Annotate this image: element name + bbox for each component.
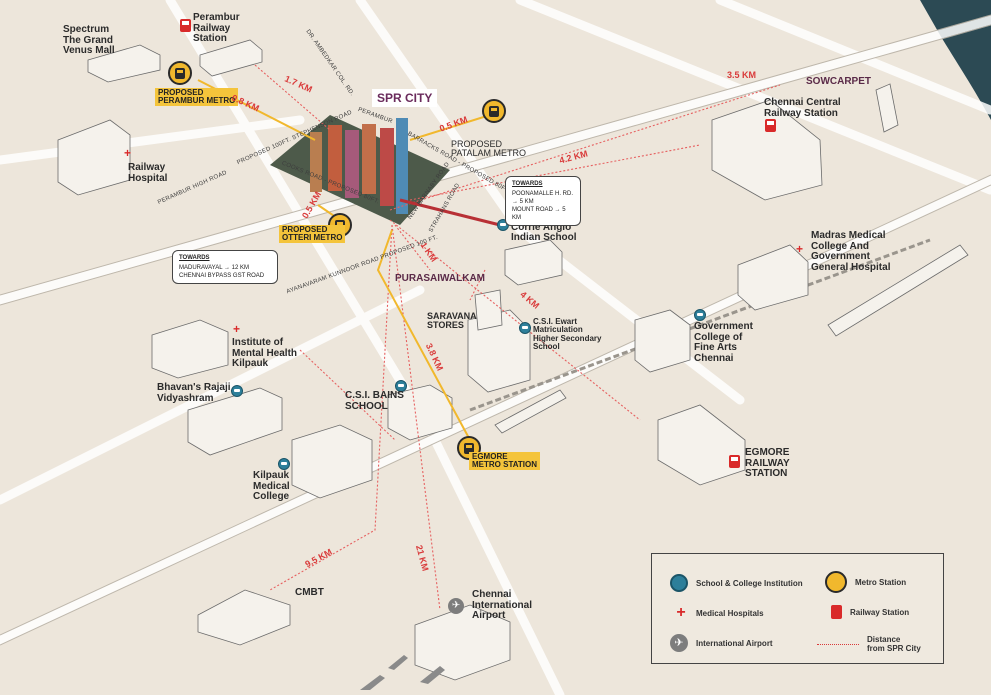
hospital-cross-icon: + [233, 322, 241, 336]
label-purasaiwalkam: PURASAIWALKAM [395, 273, 485, 284]
train-icon [180, 19, 191, 32]
legend-airport-label: International Airport [696, 638, 773, 648]
label-chennai-central: Chennai Central Railway Station [764, 97, 841, 119]
hospital-cross-icon: + [796, 242, 804, 256]
label-proposed-perambur-metro: PROPOSED PERAMBUR METRO [155, 88, 239, 106]
map-legend: School & College Institution Metro Stati… [651, 553, 944, 664]
label-kilpauk-medical: Kilpauk Medical College [253, 470, 290, 502]
label-govt-fine-arts: Government College of Fine Arts Chennai [694, 321, 753, 364]
legend-airport: ✈ International Airport [670, 634, 773, 652]
label-csi-ewart: C.S.I. Ewart Matriculation Higher Second… [533, 317, 602, 352]
label-egmore-metro: EGMORE METRO STATION [469, 452, 541, 470]
callout-towards-west: TOWARDS MADURAVAYAL → 12 KM CHENNAI BYPA… [172, 250, 278, 285]
spr-city-site [270, 115, 450, 225]
legend-railway: Railway Station [831, 605, 909, 619]
legend-distance-label: Distance from SPR City [867, 635, 921, 654]
distance-routes [254, 64, 781, 611]
hospital-cross-icon: + [676, 604, 686, 621]
label-perambur-railway: Perambur Railway Station [193, 12, 240, 44]
label-saravana-stores: SARAVANA STORES [427, 311, 477, 331]
train-icon [729, 455, 740, 468]
school-icon [670, 574, 688, 592]
school-icon [395, 380, 407, 392]
label-csi-bains: C.S.I. BAINS SCHOOL [345, 390, 404, 412]
buildings [57, 39, 969, 681]
distance-label: 3.5 KM [727, 70, 757, 80]
label-airport: Chennai International Airport [472, 589, 533, 621]
dotted-line-icon [817, 643, 859, 645]
road-edges [0, 14, 991, 646]
legend-hospital-label: Medical Hospitals [696, 608, 764, 618]
railway-line [469, 238, 931, 412]
school-icon [519, 322, 531, 334]
legend-railway-label: Railway Station [850, 607, 910, 617]
label-sowcarpet: SOWCARPET [806, 76, 871, 87]
airplane-icons [360, 655, 445, 690]
school-icon [278, 458, 290, 470]
legend-metro: Metro Station [825, 571, 906, 593]
legend-school: School & College Institution [670, 574, 803, 592]
callout-line: POONAMALLE H. RD. → 5 KM [512, 191, 574, 206]
metro-icon [825, 571, 847, 593]
label-bhavans: Bhavan's Rajaji Vidyashram [157, 382, 231, 404]
label-railway-hospital: Railway Hospital [128, 162, 168, 184]
doveton-link [399, 198, 501, 227]
callout-heading: TOWARDS [512, 181, 543, 187]
callout-heading: TOWARDS [179, 255, 210, 261]
label-egmore-railway: EGMORE RAILWAY STATION [745, 447, 790, 479]
label-spectrum-mall: Spectrum The Grand Venus Mall [63, 24, 115, 56]
train-icon [765, 119, 776, 132]
school-icon [694, 309, 706, 321]
label-institute-mental-health: Institute of Mental Health Kilpauk [232, 337, 298, 369]
airplane-icon: ✈ [448, 598, 464, 614]
label-proposed-otteri-metro: PROPOSED OTTERI METRO [279, 225, 346, 243]
spr-city-title: SPR CITY [372, 89, 438, 107]
callout-line: MOUNT ROAD → 5 KM [512, 207, 566, 222]
metro-icon [168, 61, 192, 85]
label-cmbt: CMBT [295, 587, 324, 598]
callout-line: MADURAVAYAL → 12 KM [179, 265, 250, 272]
callout-line: CHENNAI BYPASS GST ROAD [179, 273, 265, 280]
legend-distance: Distance from SPR City [817, 635, 921, 653]
callout-towards-east: TOWARDS POONAMALLE H. RD. → 5 KM MOUNT R… [505, 176, 581, 227]
airplane-icon: ✈ [670, 634, 688, 652]
school-icon [231, 385, 243, 397]
train-icon [831, 605, 842, 619]
label-madras-medical: Madras Medical College And Government Ge… [811, 230, 891, 273]
metro-icon [482, 99, 506, 123]
legend-hospital: + Medical Hospitals [674, 604, 764, 622]
label-proposed-patalam: PROPOSED PATALAM METRO [451, 139, 527, 159]
hospital-cross-icon: + [124, 146, 132, 160]
legend-school-label: School & College Institution [696, 578, 803, 588]
legend-metro-label: Metro Station [855, 577, 907, 587]
